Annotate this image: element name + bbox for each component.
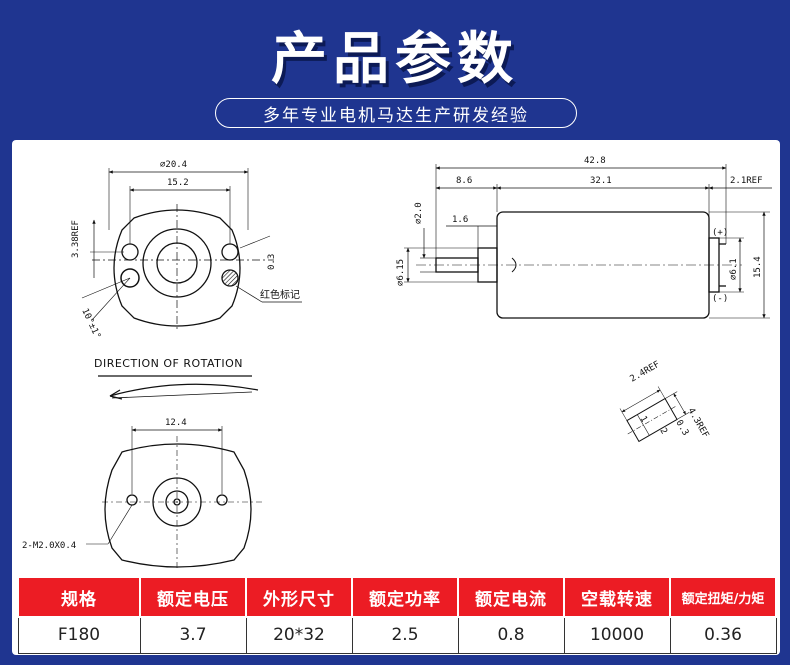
side-boss-length: 1.6 [452,215,468,225]
header-rated-voltage: 额定电压 [139,576,247,618]
side-total-length: 42.8 [584,156,606,166]
detail-dim3: 1 [637,415,648,425]
header-rated-current: 额定电流 [457,576,565,618]
plus-label: (+) [712,228,728,238]
side-body-length: 32.1 [590,176,612,186]
front-view [81,168,302,332]
subtitle-badge: 多年专业电机马达生产研发经验 [215,98,577,128]
spec-table: 规格 额定电压 外形尺寸 额定功率 额定电流 空载转速 额定扭矩/力矩 F180… [17,576,777,654]
page-title: 产品参数 [271,27,519,92]
header-model: 规格 [17,576,141,618]
header-rated-torque: 额定扭矩/力矩 [669,576,777,618]
header-no-load-speed: 空载转速 [563,576,671,618]
value-model: F180 [17,616,141,654]
front-top-width: ⌀20.4 [160,160,187,170]
side-shaft-dia: ⌀2.0 [414,202,424,224]
side-boss-dia: ⌀6.15 [396,259,406,286]
detail-ref1: 2.4REF [629,360,662,385]
side-body-height: 15.4 [753,256,763,278]
detail-dim2: 2 [657,427,668,437]
side-shaft-length: 8.6 [456,176,472,186]
back-thread-label: 2-M2.0X0.4 [22,541,76,551]
front-angle: 10°±1° [79,307,102,341]
back-width: 12.4 [165,418,187,428]
detail-ref2: 4.3REF [685,407,710,440]
header: 产品参数 多年专业电机马达生产研发经验 [0,0,790,140]
value-rated-power: 2.5 [351,616,459,654]
value-rated-current: 0.8 [457,616,565,654]
spec-header-row: 规格 额定电压 外形尺寸 额定功率 额定电流 空载转速 额定扭矩/力矩 [17,576,777,618]
front-height-ref: 3.38REF [71,220,81,258]
detail-dim1: 0.3 [673,419,690,438]
back-view [86,426,262,568]
content-panel: ⌀20.4 15.2 3.38REF 0.3 10°±1° 红色标记 DIREC… [12,140,780,655]
spec-value-row: F180 3.7 20*32 2.5 0.8 10000 0.36 [17,616,777,654]
value-dimensions: 20*32 [245,616,353,654]
header-dimensions: 外形尺寸 [245,576,353,618]
red-mark-label: 红色标记 [260,288,300,301]
header-rated-power: 额定功率 [351,576,459,618]
terminal-detail [619,386,690,443]
side-terminal-dia: ⌀6.1 [729,258,739,280]
rotation-arrow [98,375,259,400]
front-small-dim: 0.3 [267,254,277,270]
side-view [404,164,772,319]
value-rated-torque: 0.36 [669,616,777,654]
value-no-load-speed: 10000 [563,616,671,654]
side-terminal-ref: 2.1REF [730,176,763,186]
value-rated-voltage: 3.7 [139,616,247,654]
technical-drawing: ⌀20.4 15.2 3.38REF 0.3 10°±1° 红色标记 DIREC… [22,156,772,568]
minus-label: (-) [712,294,728,304]
front-hole-spacing: 15.2 [167,178,189,188]
rotation-label: DIRECTION OF ROTATION [94,357,243,370]
